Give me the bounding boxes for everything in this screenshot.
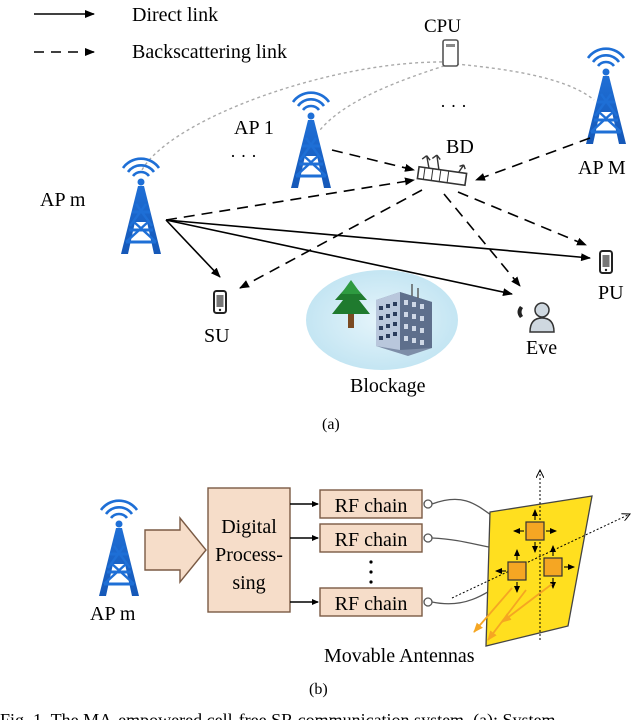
link-apM-bd [475,137,591,181]
rf-chain-ellipsis [369,560,373,584]
rf-chain-3-label: RF chain [335,593,408,615]
radiation-arrow-1 [473,587,513,633]
processing-line-3: sing [232,572,265,594]
ellipsis-top: · · · [440,96,467,116]
ap-m-tower-icon [119,157,163,256]
movable-antenna-panel [451,470,630,647]
rf-chain-2-box [319,523,423,553]
link-bd-eve [443,193,521,287]
link-ap1-bd [331,149,415,172]
processing-line-1: Digital [221,516,277,538]
legend: Direct link Backscattering link [34,4,287,63]
antenna-element-3 [543,557,563,577]
ap-M-label: AP M [578,157,626,179]
bd-label: BD [446,136,474,158]
fronthaul-ap-m [141,61,449,171]
link-bd-pu [457,191,587,246]
pu-label: PU [598,282,624,304]
fronthaul-links [141,61,595,171]
cpu-label: CPU [424,16,461,37]
fronthaul-ap-1 [319,63,451,131]
pu-phone-icon [599,250,613,274]
processing-line-2: Process- [215,544,283,566]
rf-chain-2-label: RF chain [335,529,408,551]
blockage-label: Blockage [350,375,426,397]
radiation-arrow-3 [501,583,553,623]
antenna-element-2 [507,561,527,581]
movable-antennas-label: Movable Antennas [324,645,475,667]
blockage-illustration [306,270,458,370]
link-apm-su [165,219,221,278]
arch-ap-label: AP m [90,603,136,625]
link-bd-su [239,189,423,289]
flow-arrow-icon [144,516,207,584]
legend-direct-label: Direct link [132,4,218,26]
su-label: SU [204,325,230,347]
direct-links [165,219,591,297]
cpu-node: CPU [424,16,461,67]
ap-M-tower-icon [584,47,628,146]
su-phone-icon [213,290,227,314]
bd-device-icon [416,154,468,187]
processing-to-rf-arrows [290,501,319,605]
digital-processing-box [207,487,291,613]
antenna-element-1 [525,521,545,541]
figure-caption: Fig. 1. The MA-empowered cell-free SR co… [0,710,556,720]
fronthaul-ap-M [455,63,595,101]
arch-ap-tower-icon [97,499,141,598]
cpu-icon [442,39,459,67]
panel-label-b: (b) [309,681,328,698]
link-apm-bd [165,177,415,221]
ap-m-label: AP m [40,189,86,211]
link-apm-pu [165,219,591,262]
rf-chain-1-box [319,489,423,519]
tree-icon [332,280,370,328]
eve-person-icon [517,302,555,333]
panel-label-a: (a) [322,416,340,433]
rf-chain-1-label: RF chain [335,495,408,517]
building-icon [376,284,432,356]
rf-chain-3-box [319,587,423,617]
eve-label: Eve [526,337,557,359]
ap-1-tower-icon [289,91,333,190]
backscatter-links [165,137,591,289]
link-apm-eve [165,219,513,297]
legend-backscatter-label: Backscattering link [132,41,287,63]
ap-1-label: AP 1 [234,117,274,139]
ellipsis-left: · · · [230,146,257,166]
